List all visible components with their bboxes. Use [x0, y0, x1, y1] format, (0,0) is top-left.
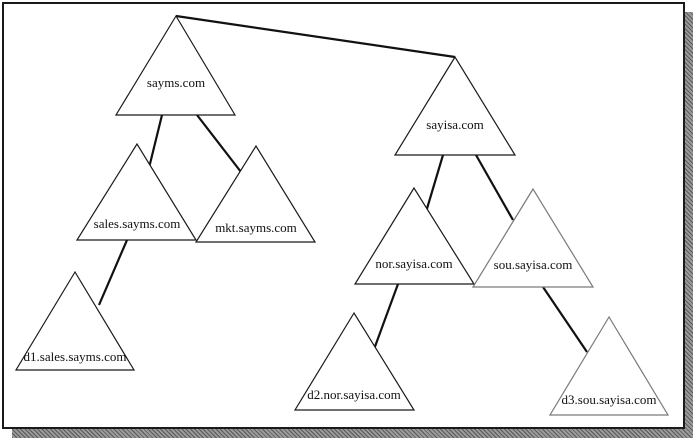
node-label-sales: sales.sayms.com [94, 216, 181, 231]
node-mkt: mkt.sayms.com [194, 144, 317, 243]
node-label-mkt: mkt.sayms.com [215, 220, 297, 235]
edge-sayms-sayisa [175, 14, 456, 59]
node-label-sou: sou.sayisa.com [494, 257, 573, 272]
node-nor: nor.sayisa.com [353, 186, 476, 285]
node-sales: sales.sayms.com [75, 142, 198, 241]
node-label-nor: nor.sayisa.com [375, 256, 452, 271]
edge-sou-d3 [542, 286, 588, 353]
node-label-d3: d3.sou.sayisa.com [562, 392, 657, 407]
node-label-sayms: sayms.com [147, 75, 205, 90]
node-sou: sou.sayisa.com [471, 187, 595, 288]
node-label-d1: d1.sales.sayms.com [24, 349, 127, 364]
edge-nor-d2 [371, 283, 400, 353]
node-label-d2: d2.nor.sayisa.com [307, 387, 401, 402]
node-sayms: sayms.com [114, 14, 237, 116]
node-d1: d1.sales.sayms.com [14, 270, 136, 371]
edge-sayms-mkt [196, 114, 242, 173]
edge-sayisa-sou [475, 154, 514, 221]
node-d3: d3.sou.sayisa.com [548, 315, 670, 416]
node-label-sayisa: sayisa.com [426, 117, 483, 132]
node-d2: d2.nor.sayisa.com [293, 311, 416, 411]
edge-sales-d1 [97, 239, 129, 306]
node-sayisa: sayisa.com [393, 55, 517, 156]
